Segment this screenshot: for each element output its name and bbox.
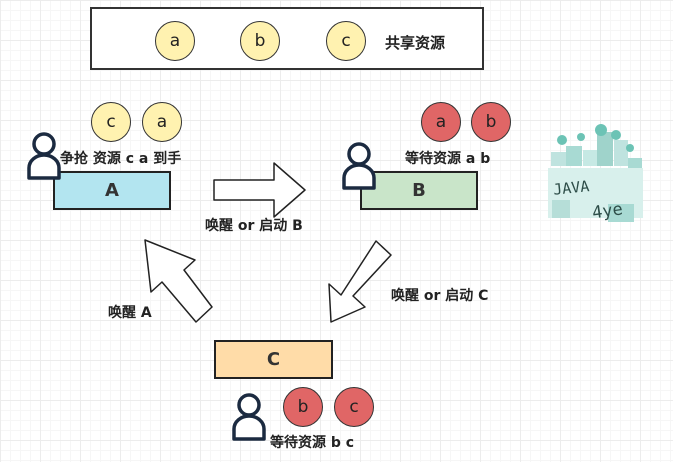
legend-label: 共享资源 xyxy=(385,34,446,52)
thread-c-box: C xyxy=(214,340,333,379)
arrow-a-to-b xyxy=(213,162,306,218)
arrow-c-to-a-label: 唤醒 A xyxy=(108,305,152,321)
thread-b-waiting-resource-a: a xyxy=(421,102,461,142)
arrow-b-to-c-label: 唤醒 or 启动 C xyxy=(391,288,489,304)
thread-c-waiting-resource-b: b xyxy=(283,387,323,427)
logo-line1: JAVA xyxy=(552,177,590,199)
thread-c-waiting-resource-c: c xyxy=(334,387,374,427)
legend-resource-b: b xyxy=(240,21,280,61)
thread-a-held-resource-c: c xyxy=(91,102,131,142)
arrow-a-to-b-label: 唤醒 or 启动 B xyxy=(205,218,303,234)
arrow-b-to-c xyxy=(328,240,392,323)
java-4ye-logo: JAVA 4ye xyxy=(548,124,643,223)
logo-line2: 4ye xyxy=(591,199,624,223)
arrow-c-to-a xyxy=(144,239,213,323)
thread-c-person-icon xyxy=(232,393,266,441)
thread-a-box: A xyxy=(53,171,171,210)
thread-b-caption: 等待资源 a b xyxy=(405,151,491,167)
legend-resource-c: c xyxy=(326,21,366,61)
legend-resource-a: a xyxy=(155,21,195,61)
thread-b-label: B xyxy=(412,180,426,201)
thread-a-caption: 争抢 资源 c a 到手 xyxy=(60,151,182,167)
thread-c-label: C xyxy=(266,349,281,370)
thread-b-box: B xyxy=(360,171,478,210)
thread-a-person-icon xyxy=(27,132,61,180)
thread-a-held-resource-a: a xyxy=(142,102,182,142)
thread-b-waiting-resource-b: b xyxy=(471,102,511,142)
thread-c-caption: 等待资源 b c xyxy=(270,435,355,451)
thread-b-person-icon xyxy=(342,142,376,190)
thread-a-label: A xyxy=(105,180,119,201)
